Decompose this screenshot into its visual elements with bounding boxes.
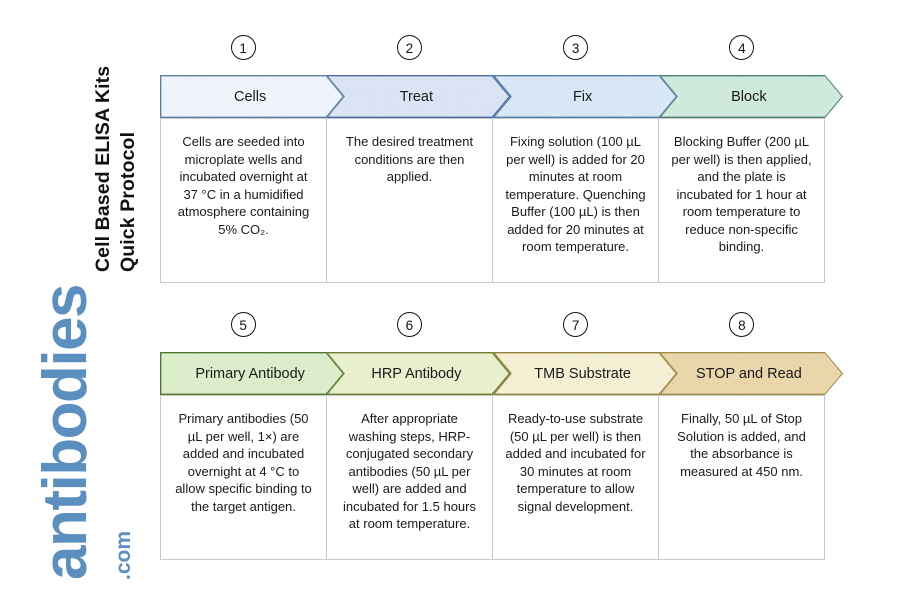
step-description-4: Blocking Buffer (200 µL per well) is the… [671,134,812,254]
page-title-line-1: Cell Based ELISA Kits [92,65,114,272]
step-chevron-6[interactable]: HRP Antibody [326,352,510,395]
step-label-5: Primary Antibody [195,365,305,382]
step-description-8: Finally, 50 µL of Stop Solution is added… [677,411,806,479]
logo-tld-suffix: .com [112,530,135,580]
step-label-8: STOP and Read [695,365,802,382]
step-description-5: Primary antibodies (50 µL per well, 1×) … [161,396,327,559]
step-label-1: Cells [234,88,267,105]
step-number-badge-7: 7 [563,312,589,337]
step-label-6: HRP Antibody [371,365,462,382]
step-number-badge-5: 5 [230,312,256,337]
step-number-badge-3: 3 [563,35,589,60]
step-description-2: The desired treatment conditions are the… [327,119,493,282]
step-number-badge-8: 8 [729,312,755,337]
page-title-line-2: Quick Protocol [117,131,139,272]
step-label-2: Treat [399,88,434,105]
step-description-1: Cells are seeded into microplate wells a… [161,119,327,282]
description-band-2: Primary antibodies (50 µL per well, 1×) … [160,395,825,560]
step-number-strip-2: 5 6 7 8 [160,310,825,352]
protocol-row-2: 5 6 7 8 Primary Antibody HRP Antibody TMB Sub… [160,310,842,560]
step-label-4: Block [731,88,767,105]
logo-wordmark: antibodies [31,284,100,580]
step-description-6: After appropriate washing steps, HRP-con… [327,396,493,559]
step-chevron-2[interactable]: Treat [326,75,510,118]
step-number-strip-1: 1 2 3 4 [160,33,825,75]
step-chevron-3[interactable]: Fix [493,75,677,118]
description-band-1: Cells are seeded into microplate wells a… [160,118,825,283]
step-number-badge-1: 1 [230,35,256,60]
step-label-3: Fix [572,88,593,105]
protocol-row-1: 1 2 3 4 Cells Treat Fix Block Cells are seeded… [160,33,842,283]
step-number-badge-2: 2 [396,35,422,60]
step-description-7: Ready-to-use substrate (50 µL per well) … [493,396,659,559]
page-title: Cell Based ELISA Kits Quick Protocol [0,0,150,300]
step-label-7: TMB Substrate [534,365,631,382]
antibodies-logo[interactable]: antibodies .com [0,280,155,590]
chevron-band-1: Cells Treat Fix Block [160,75,842,118]
step-chevron-4[interactable]: Block [659,75,843,118]
step-chevron-1[interactable]: Cells [160,75,344,118]
step-chevron-7[interactable]: TMB Substrate [493,352,677,395]
chevron-band-2: Primary Antibody HRP Antibody TMB Substrat… [160,352,842,395]
step-number-badge-6: 6 [396,312,422,337]
step-description-3: Fixing solution (100 µL per well) is add… [493,119,659,282]
step-number-badge-4: 4 [729,35,755,60]
step-chevron-8[interactable]: STOP and Read [659,352,843,395]
step-chevron-5[interactable]: Primary Antibody [160,352,344,395]
